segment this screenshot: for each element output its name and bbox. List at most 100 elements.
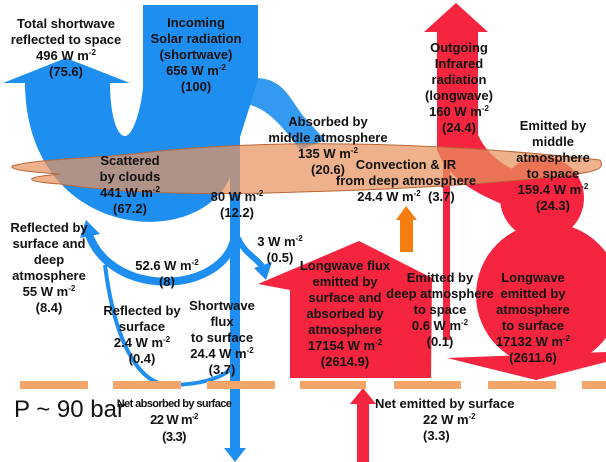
label-line: atmosphere xyxy=(308,322,382,337)
longwave-absorbed-house xyxy=(258,241,432,378)
label-value: 80 W m-2 xyxy=(210,189,264,204)
label-line: Emitted by xyxy=(406,270,474,285)
label-value: 159.4 W m-2 xyxy=(517,182,589,197)
label-value: 22 W m-2 xyxy=(150,412,198,427)
label-line: Longwave xyxy=(501,270,565,285)
label-value: 24.4 W m-2 (3.7) xyxy=(357,189,455,204)
label-sw-to-surface: Shortwave flux to surface 24.4 W m-2 (3.… xyxy=(189,298,255,378)
convection-arrowhead xyxy=(396,206,417,220)
label-line: emitted by xyxy=(500,286,566,301)
label-pct: (8.4) xyxy=(35,300,63,315)
label-line: Reflected by xyxy=(10,220,88,235)
label-pct: (3.7) xyxy=(208,362,236,377)
label-pct: (2614.9) xyxy=(320,354,370,369)
label-back-scatter: 52.6 W m-2 (8) xyxy=(135,258,198,290)
label-pct: (20.6) xyxy=(311,162,345,177)
label-lw-absorbed: Longwave flux emitted by surface and abs… xyxy=(300,258,390,370)
label-line: Infrared xyxy=(434,56,484,71)
label-line: Scattered xyxy=(100,153,160,168)
label-line: Incoming xyxy=(167,15,225,30)
label-line: Net emitted by surface xyxy=(375,396,515,411)
label-convection: Convection & IR from deep atmosphere 24.… xyxy=(336,157,476,205)
label-value: 55 W m-2 xyxy=(22,284,76,299)
label-pct: (3.3) xyxy=(162,429,186,444)
label-net-absorbed: Net absorbed by surface 22 W m-2 (3.3) xyxy=(117,397,232,445)
backscatter-curve xyxy=(84,230,239,286)
label-line: Total shortwave xyxy=(16,16,116,31)
label-line: emitted by xyxy=(312,274,378,289)
backscatter-arrowhead xyxy=(80,220,100,238)
label-reflected-deep: Reflected by surface and deep atmosphere… xyxy=(10,220,87,316)
label-value: 17154 W m-2 xyxy=(307,338,383,353)
three-watt-arrowhead xyxy=(254,262,272,280)
label-scattered: Scattered by clouds 441 W m-2 (67.2) xyxy=(100,153,161,217)
label-to-house: 3 W m-2 (0.5) xyxy=(257,234,302,266)
label-pct: (24.4) xyxy=(442,120,476,135)
label-value: 656 W m-2 xyxy=(166,63,226,78)
label-emitted-middle: Emitted by middle atmosphere to space 15… xyxy=(516,118,590,214)
label-deep-to-space: Emitted by deep atmosphere to space 0.6 … xyxy=(386,270,494,350)
label-through-clouds: 80 W m-2 (12.2) xyxy=(211,189,264,221)
label-line: flux xyxy=(210,314,234,329)
surface-line xyxy=(20,381,606,389)
label-line: Longwave flux xyxy=(299,258,391,273)
label-pct: (0.5) xyxy=(266,250,294,265)
label-pct: (100) xyxy=(180,79,212,94)
label-line: deep atmosphere xyxy=(386,286,494,301)
deep-to-space-line xyxy=(443,140,450,340)
label-outgoing-ir: Outgoing Infrared radiation (longwave) 1… xyxy=(425,40,493,136)
label-value: 17132 W m-2 xyxy=(495,334,571,349)
label-value: 135 W m-2 xyxy=(298,146,358,161)
label-line: absorbed by xyxy=(306,306,384,321)
cloud-layer xyxy=(11,143,602,195)
shortwave-down-arrowhead xyxy=(224,448,246,462)
label-value: 441 W m-2 xyxy=(100,185,160,200)
label-line: Shortwave xyxy=(189,298,255,313)
label-line: Net absorbed by surface xyxy=(116,398,232,410)
pressure-label: P ~ 90 bar xyxy=(14,396,125,423)
label-pct: (0.1) xyxy=(426,334,454,349)
label-line: surface and xyxy=(308,290,382,305)
label-pct: (0.4) xyxy=(128,351,156,366)
label-pct: (75.6) xyxy=(49,64,83,79)
label-line: to space xyxy=(526,166,580,181)
label-line: Outgoing xyxy=(430,40,488,55)
label-pct: (2611.6) xyxy=(509,350,557,365)
label-value: 0.6 W m-2 xyxy=(411,318,469,333)
label-pct: (12.2) xyxy=(220,205,254,220)
longwave-to-surface-body xyxy=(476,223,606,367)
label-line: by clouds xyxy=(99,169,161,184)
label-line: atmosphere xyxy=(496,302,570,317)
label-line: Convection & IR xyxy=(355,157,457,172)
absorbed-middle-branch xyxy=(250,78,325,150)
label-line: to space xyxy=(413,302,467,317)
label-line: to surface xyxy=(501,318,565,333)
label-line: middle atmosphere xyxy=(268,130,388,145)
shortwave-shaft xyxy=(230,90,240,450)
label-line: atmosphere xyxy=(516,150,590,165)
label-value: 24.4 W m-2 xyxy=(190,346,254,361)
label-value: 496 W m-2 xyxy=(36,48,96,63)
label-absorbed-middle: Absorbed by middle atmosphere 135 W m-2 … xyxy=(268,114,387,178)
longwave-to-surface-arrowhead xyxy=(447,352,606,380)
label-line: reflected to space xyxy=(10,32,122,47)
label-incoming: Incoming Solar radiation (shortwave) 656… xyxy=(150,15,241,95)
label-line: surface xyxy=(118,319,166,334)
label-line: radiation xyxy=(431,72,487,87)
label-value: 2.4 W m-2 xyxy=(113,335,171,350)
label-line: (shortwave) xyxy=(159,47,233,62)
label-line: Solar radiation xyxy=(150,31,242,46)
convection-shaft xyxy=(400,218,413,252)
label-line: to surface xyxy=(190,330,254,345)
label-lw-to-surface: Longwave emitted by atmosphere to surfac… xyxy=(496,270,570,366)
label-line: Absorbed by xyxy=(288,114,368,129)
label-net-emitted: Net emitted by surface 22 W m-2 (3.3) xyxy=(375,396,514,444)
label-line: surface and xyxy=(12,236,86,251)
label-line: atmosphere xyxy=(12,268,86,283)
label-total-reflected: Total shortwave reflected to space 496 W… xyxy=(11,16,122,80)
label-pct: (24.3) xyxy=(536,198,570,213)
label-value: 22 W m-2 xyxy=(423,412,476,427)
label-line: Reflected by xyxy=(103,303,181,318)
